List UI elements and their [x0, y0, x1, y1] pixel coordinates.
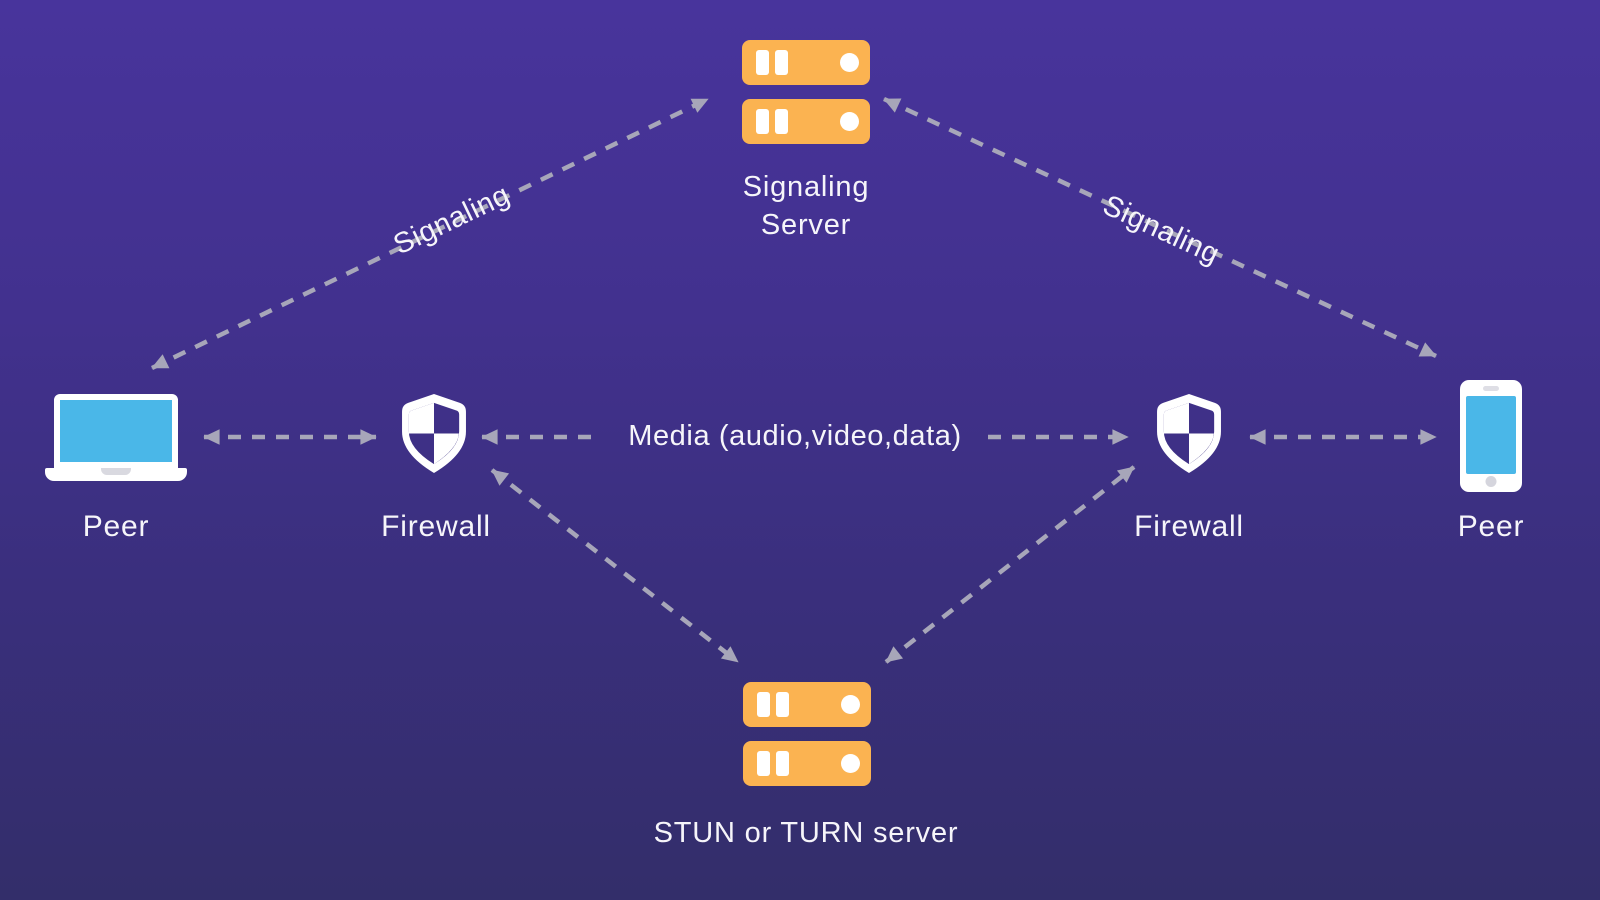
signaling-arrow-right — [883, 96, 1437, 359]
stun-firewall-arrow-right — [884, 465, 1136, 664]
server-vent-icon — [756, 50, 769, 75]
server-vent-icon — [757, 751, 770, 776]
firewall-left-label: Firewall — [381, 510, 491, 543]
stun-turn-server-label: STUN or TURN server — [653, 817, 959, 849]
server-vent-icon — [756, 109, 769, 134]
signaling-arrow-left — [151, 96, 709, 371]
phone-home-button — [1485, 476, 1497, 487]
server-led-icon — [840, 112, 859, 131]
phone-speaker — [1483, 386, 1499, 391]
server-unit — [743, 741, 871, 786]
server-vent-icon — [776, 751, 789, 776]
signaling-server-icon — [742, 40, 870, 144]
laptop-base — [45, 468, 187, 481]
laptop-icon — [45, 394, 187, 481]
server-vent-icon — [775, 109, 788, 134]
server-led-icon — [841, 695, 860, 714]
media-edge-label: Media (audio,video,data) — [628, 420, 962, 452]
laptop-notch — [101, 468, 131, 475]
phone-screen — [1466, 396, 1516, 474]
signaling-server-label-line1: Signaling — [742, 171, 870, 203]
server-vent-icon — [757, 692, 770, 717]
laptop-screen — [54, 394, 178, 468]
firewall-right-label: Firewall — [1134, 510, 1244, 543]
peer-left-label: Peer — [82, 510, 150, 543]
server-vent-icon — [775, 50, 788, 75]
peer-right-label: Peer — [1457, 510, 1525, 543]
firewall-stun-arrow-left — [490, 468, 740, 664]
server-unit — [743, 682, 871, 727]
server-unit — [742, 99, 870, 144]
smartphone-icon — [1460, 380, 1522, 492]
server-unit — [742, 40, 870, 85]
shield-icon — [1157, 394, 1221, 473]
signaling-server-label: Signaling Server — [646, 168, 966, 244]
server-led-icon — [841, 754, 860, 773]
server-vent-icon — [776, 692, 789, 717]
stun-turn-server-icon — [743, 682, 871, 786]
signaling-server-label-line2: Server — [760, 209, 852, 241]
server-led-icon — [840, 53, 859, 72]
shield-icon — [402, 394, 466, 473]
